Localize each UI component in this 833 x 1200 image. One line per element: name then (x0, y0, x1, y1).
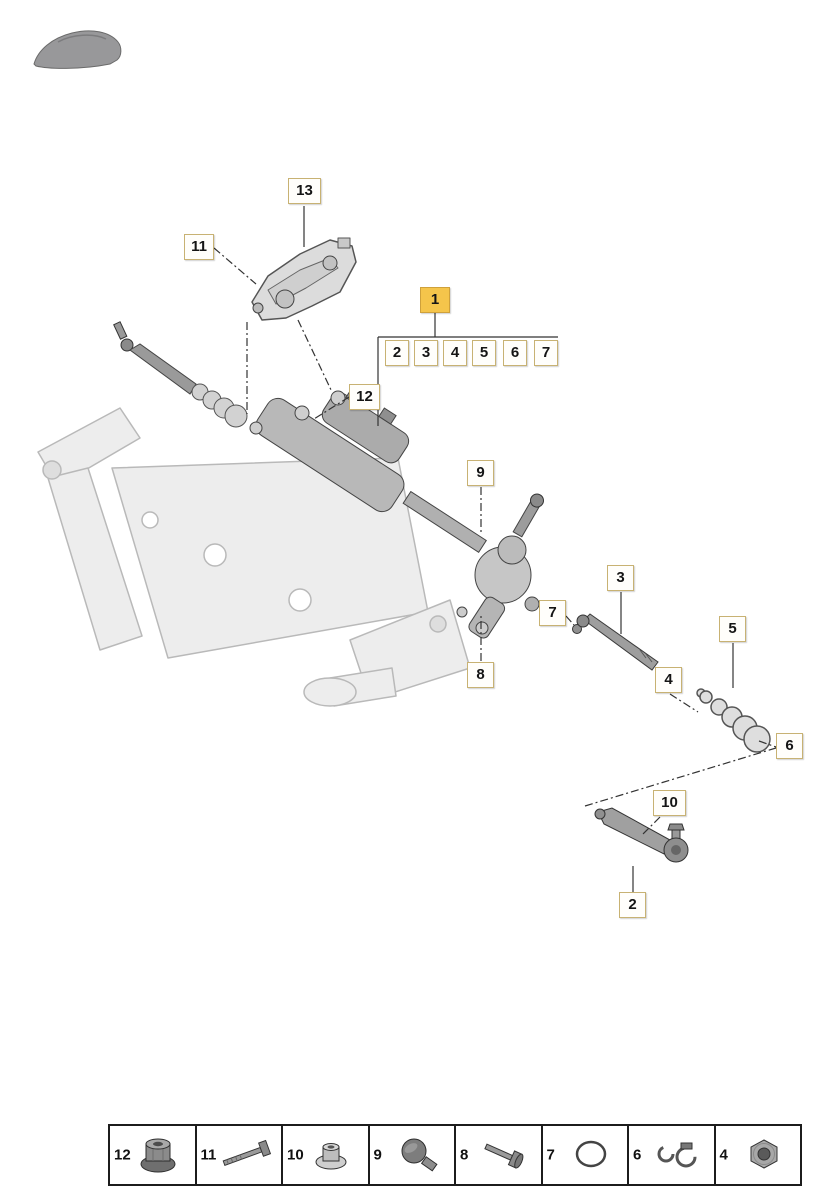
legend-cell-8[interactable]: 8 (456, 1126, 543, 1184)
legend-number: 10 (287, 1146, 304, 1164)
tie-rod-end-drawing (594, 807, 689, 863)
leader-lines (213, 206, 777, 892)
hardware-legend-strip: 12 11 (108, 1124, 802, 1186)
callout-row-7[interactable]: 7 (534, 340, 558, 366)
tie-rod-drawing (576, 613, 659, 671)
callout-row-5[interactable]: 5 (472, 340, 496, 366)
legend-cell-6[interactable]: 6 (629, 1126, 716, 1184)
legend-cell-12[interactable]: 12 (110, 1126, 197, 1184)
legend-number: 8 (460, 1146, 469, 1164)
callout-7[interactable]: 7 (539, 600, 566, 626)
screw-plug-icon (401, 1138, 438, 1172)
legend-cell-7[interactable]: 7 (543, 1126, 629, 1184)
legend-number: 12 (114, 1146, 131, 1164)
bracket-drawing (251, 237, 357, 321)
callout-13[interactable]: 13 (288, 178, 321, 204)
callout-row-3[interactable]: 3 (414, 340, 438, 366)
hose-clamp-icon (657, 1142, 697, 1168)
legend-cell-11[interactable]: 11 (197, 1126, 283, 1184)
collar-nut-icon (315, 1143, 347, 1170)
callout-4[interactable]: 4 (655, 667, 682, 693)
legend-cell-4[interactable]: 4 (716, 1126, 801, 1184)
legend-number: 9 (373, 1146, 382, 1164)
callout-12[interactable]: 12 (349, 384, 380, 410)
subframe-drawing (37, 407, 471, 707)
legend-number: 11 (200, 1146, 217, 1164)
callout-10[interactable]: 10 (653, 790, 686, 816)
boot-drawing (696, 688, 771, 753)
callout-row-4[interactable]: 4 (443, 340, 467, 366)
legend-cell-9[interactable]: 9 (370, 1126, 456, 1184)
long-bolt-icon (222, 1139, 271, 1166)
callout-1-highlighted[interactable]: 1 (420, 287, 450, 313)
flange-nut-icon (140, 1138, 176, 1173)
callout-2[interactable]: 2 (619, 892, 646, 918)
legend-number: 6 (633, 1146, 642, 1164)
callout-6[interactable]: 6 (776, 733, 803, 759)
callout-9[interactable]: 9 (467, 460, 494, 486)
o-ring-icon (575, 1140, 606, 1168)
legend-number: 7 (546, 1146, 555, 1164)
legend-number: 4 (719, 1146, 728, 1164)
callout-row-6[interactable]: 6 (503, 340, 527, 366)
callout-3[interactable]: 3 (607, 565, 634, 591)
callout-11[interactable]: 11 (184, 234, 214, 260)
callout-5[interactable]: 5 (719, 616, 746, 642)
car-silhouette-icon (33, 30, 122, 69)
callout-row-2[interactable]: 2 (385, 340, 409, 366)
hex-nut-icon (750, 1139, 778, 1169)
hex-bolt-icon (484, 1143, 524, 1169)
callout-8[interactable]: 8 (467, 662, 494, 688)
legend-cell-10[interactable]: 10 (283, 1126, 370, 1184)
